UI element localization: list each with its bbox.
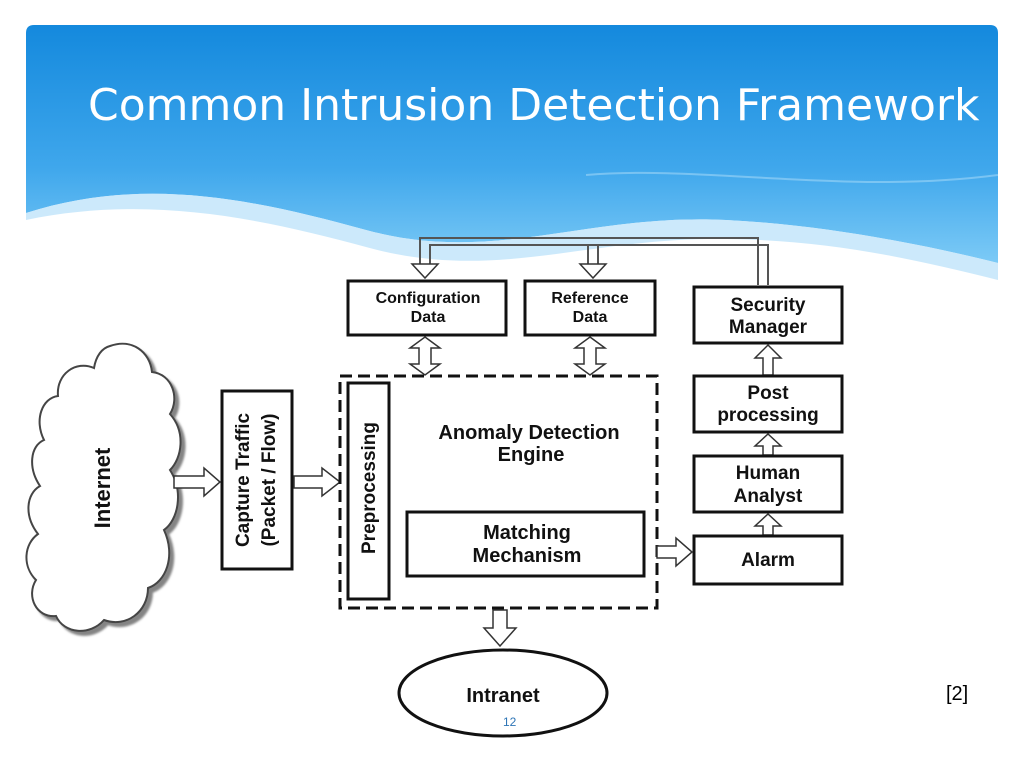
arrow-config-engine bbox=[407, 336, 443, 376]
security-manager-label-1: Security bbox=[731, 295, 806, 316]
post-processing-box: Post processing bbox=[692, 374, 844, 434]
arrow-post-to-security bbox=[753, 343, 783, 376]
security-manager-label-2: Manager bbox=[729, 317, 808, 338]
internet-label: Internet bbox=[90, 447, 115, 528]
matching-mechanism-box: Matching Mechanism bbox=[405, 510, 646, 578]
arrow-engine-to-intranet bbox=[482, 609, 518, 648]
arrow-engine-to-alarm bbox=[656, 536, 694, 568]
alarm-box: Alarm bbox=[692, 534, 844, 586]
page-number: 12 bbox=[503, 715, 517, 729]
internet-cloud: Internet bbox=[25, 342, 182, 632]
configuration-data-box: Configuration Data bbox=[346, 279, 508, 337]
capture-traffic-box: Capture Traffic (Packet / Flow) bbox=[220, 389, 294, 571]
human-analyst-label-2: Analyst bbox=[734, 486, 803, 507]
capture-traffic-label-1: Capture Traffic bbox=[233, 413, 254, 548]
anomaly-engine-label-1: Anomaly Detection bbox=[438, 422, 619, 444]
reference-data-label-1: Reference bbox=[551, 290, 628, 307]
human-analyst-box: Human Analyst bbox=[692, 454, 844, 514]
arrow-reference-engine bbox=[572, 336, 608, 376]
citation-reference: [2] bbox=[946, 683, 969, 705]
preprocessing-box: Preprocessing bbox=[346, 381, 391, 601]
configuration-data-label-2: Data bbox=[411, 309, 446, 326]
reference-data-label-2: Data bbox=[573, 309, 608, 326]
capture-traffic-label-2: (Packet / Flow) bbox=[259, 413, 280, 546]
alarm-label: Alarm bbox=[741, 550, 795, 571]
post-processing-label-1: Post bbox=[747, 383, 789, 404]
matching-mechanism-label-1: Matching bbox=[483, 522, 571, 544]
post-processing-label-2: processing bbox=[717, 405, 818, 426]
human-analyst-label-1: Human bbox=[736, 463, 800, 484]
arrow-capture-to-preprocessing bbox=[293, 466, 342, 498]
intranet-label: Intranet bbox=[466, 685, 540, 707]
arrow-alarm-to-human bbox=[753, 512, 783, 536]
arrow-internet-to-capture bbox=[173, 466, 222, 498]
reference-data-box: Reference Data bbox=[523, 279, 657, 337]
detection-engine-container bbox=[338, 374, 659, 610]
slide-title: Common Intrusion Detection Framework bbox=[88, 80, 980, 131]
matching-mechanism-label-2: Mechanism bbox=[473, 545, 582, 567]
configuration-data-label-1: Configuration bbox=[376, 290, 481, 307]
feedback-connector bbox=[410, 237, 769, 285]
intranet-node: Intranet bbox=[397, 648, 609, 738]
anomaly-engine-label-2: Engine bbox=[498, 444, 565, 466]
arrow-human-to-post bbox=[753, 432, 783, 456]
preprocessing-label: Preprocessing bbox=[359, 422, 380, 554]
header-banner bbox=[26, 25, 998, 280]
security-manager-box: Security Manager bbox=[692, 285, 844, 345]
